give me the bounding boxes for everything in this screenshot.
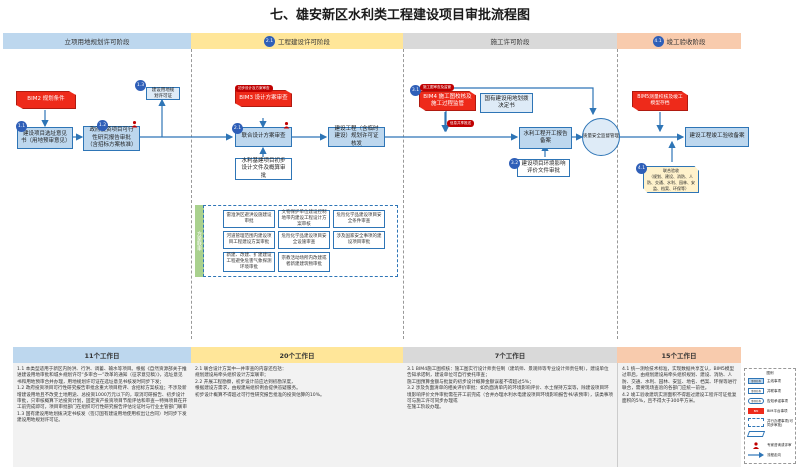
phase-header-completion: 4.1 竣工验收阶段	[617, 33, 741, 49]
legend-item: 并行办理事项(可同步审批)	[748, 418, 793, 427]
feasibility-study-approval[interactable]: 政府投资项目可行性研究报告审批（含招标方案核准）	[83, 126, 140, 151]
legend-label: 并联事项	[767, 388, 781, 393]
approval-item[interactable]: 危险化学品建设项目安全条件审查	[333, 210, 385, 228]
legend-swatch-bim: BIM	[748, 408, 764, 414]
site-selection-opinion[interactable]: 建设项目选址意见书（用地预审意见）	[17, 127, 73, 149]
duration-header-stage2: 20个工作日	[191, 347, 403, 363]
approval-item[interactable]: 文物保护单位建设控制地带内建设工程设计方案审核	[278, 210, 330, 228]
joint-acceptance-note[interactable]: 联合验收 （规划、建设、消防、人防、交通、水利、园林、安监、档案、环保等）	[643, 166, 699, 193]
planning-permit-issuance[interactable]: 建设工程（含临时建设）规划许可证核发	[328, 126, 385, 147]
bim-completion-model-archive[interactable]: BIM5测量校核及竣工模型存档	[632, 91, 688, 111]
legend-swatch-concurrent	[748, 418, 764, 427]
completion-acceptance-filing[interactable]: 建设工程竣工验收备案	[685, 127, 749, 147]
phase-header-work-permit: 施工许可阶段	[403, 33, 617, 49]
legend-label: 主线事项	[767, 378, 781, 383]
eia-approval[interactable]: 建设项目环境影响评价文件审批	[517, 159, 570, 177]
bim-design-review[interactable]: BIM3 设计方案审查	[235, 90, 292, 107]
legend-label: BIM平台事项	[767, 408, 788, 413]
approval-item[interactable]: 河道管理范围内建设项目工程建设方案审批	[223, 231, 275, 249]
note-title: 联合验收	[663, 167, 679, 173]
phase-label: 立项用地规划许可阶段	[64, 38, 130, 46]
legend-item: 事项名称 主线事项	[748, 378, 781, 384]
legend-title: 图例	[766, 371, 774, 375]
joint-review-group	[203, 205, 398, 277]
notes-stage4: 4.1 统一测绘技术标准，实现数据共享互认，BIM5模型过审后，由规划建设局牵头…	[617, 363, 741, 467]
legend-swatch-commitment: 事项名称	[748, 398, 764, 404]
approval-item[interactable]: 雷淮洪区避洪设施建设审批	[223, 210, 275, 228]
step-number-badge: 1.1	[16, 121, 27, 132]
bim-tag: 信息共享推送	[447, 120, 474, 127]
notes-stage2: 2.1 联合设计方案中一并审查的内容还包括： 规划建设局牵头组织设计方案联审； …	[191, 363, 403, 467]
expert-review-icon	[131, 121, 138, 128]
legend-swatch-parallel: 事项名称	[748, 388, 764, 394]
legend-item: BIM BIM平台事项	[748, 408, 787, 414]
expert-review-icon	[283, 122, 290, 129]
project-commencement-filing[interactable]: 水利工程开工报告备案	[519, 127, 572, 149]
approval-item[interactable]: 危险化学品建设项目安全设施审查	[278, 231, 330, 249]
phase-divider	[191, 49, 192, 339]
arrow	[446, 87, 597, 116]
step-number-badge: 1.2	[97, 120, 108, 131]
phase-header-land-planning: 立项用地规划许可阶段	[3, 33, 191, 49]
duration-header-stage1: 11个工作日	[13, 347, 191, 363]
legend-swatch-parallelogram	[746, 431, 766, 437]
step-number-badge: 3.1	[410, 85, 421, 96]
step-number-badge: 4.1	[652, 35, 664, 47]
legend-item: 事项名称 告知承诺事项	[748, 398, 788, 404]
legend-label: 流程走向	[767, 452, 781, 457]
legend-item: 流程走向	[748, 452, 781, 458]
duration-header-stage3: 7个工作日	[403, 347, 617, 363]
phase-divider	[617, 49, 618, 339]
legend: 图例 事项名称 主线事项 事项名称 并联事项 事项名称 告知承诺事项 BIM B…	[744, 368, 796, 464]
preliminary-design-approval[interactable]: 水利基建项目初步设计文件及概算审批	[235, 158, 292, 180]
legend-item: 事项名称 并联事项	[748, 388, 781, 394]
joint-design-review[interactable]: 联合设计方案审查	[235, 127, 292, 147]
notes-stage3: 3.1 BIM4施工图校核：施工图实行设计师责任制（建筑师、景观师等专业设计师责…	[403, 363, 617, 467]
bim-tag: 初步设计及方案审查	[235, 85, 273, 92]
phase-divider	[403, 49, 404, 339]
land-allocation-decision[interactable]: 国有建设用地划拨决定书	[480, 93, 533, 113]
legend-label: 专家咨询或评审	[767, 443, 792, 447]
step-number-badge: 2.1	[232, 123, 243, 134]
joint-review-label: 方案联审	[195, 205, 204, 277]
approval-item[interactable]: 涉及国家安全事项的建设项目审批	[333, 231, 385, 249]
notes-stage1: 1.1 本类型适用于新区内防洪、行洪、调蓄、输水等项目。根据《自然资源部关于推进…	[13, 363, 191, 467]
phase-label: 工程建设许可阶段	[278, 38, 330, 46]
step-number-badge: 1.3	[135, 80, 146, 91]
legend-label: 并行办理事项(可同步审批)	[767, 418, 793, 427]
step-number-badge: 3.2	[509, 158, 520, 169]
approval-item[interactable]: 宗教活动场所内改建或者新建建筑物审批	[278, 252, 330, 272]
quality-safety-supervision[interactable]: 质量安全监督管理	[582, 118, 620, 156]
legend-swatch-main: 事项名称	[748, 378, 764, 384]
flow-arrow-icon	[748, 452, 764, 458]
page-title: 七、雄安新区水利类工程建设项目审批流程图	[269, 8, 530, 23]
legend-label: 告知承诺事项	[767, 398, 788, 403]
legend-item: 专家咨询或评审	[748, 442, 792, 449]
phase-label: 竣工验收阶段	[666, 38, 706, 46]
bim-construction-drawing-review[interactable]: BIM4 施工图校核及施工过程监管	[419, 91, 476, 111]
bim-tag: 施工图审查及监管	[420, 84, 454, 91]
phase-header-construction-permit: 2.1 工程建设许可阶段	[191, 33, 403, 49]
legend-item	[746, 431, 766, 437]
land-planning-permit[interactable]: 建设用地规划许可证	[146, 87, 180, 100]
expert-review-icon	[753, 442, 759, 449]
step-number-badge: 2.1	[264, 35, 275, 47]
phase-label: 施工许可阶段	[490, 38, 530, 46]
bim-planning-conditions[interactable]: BIM2 规划条件	[16, 91, 76, 109]
duration-header-stage4: 15个工作日	[617, 347, 741, 363]
step-number-badge: 4.1	[636, 163, 647, 174]
note-body: （规划、建设、消防、人防、交通、水利、园林、安监、档案、环保等）	[647, 173, 695, 191]
approval-item[interactable]: 新建、改建、扩建建设工程避免危害气象探测环境审批	[223, 252, 275, 272]
